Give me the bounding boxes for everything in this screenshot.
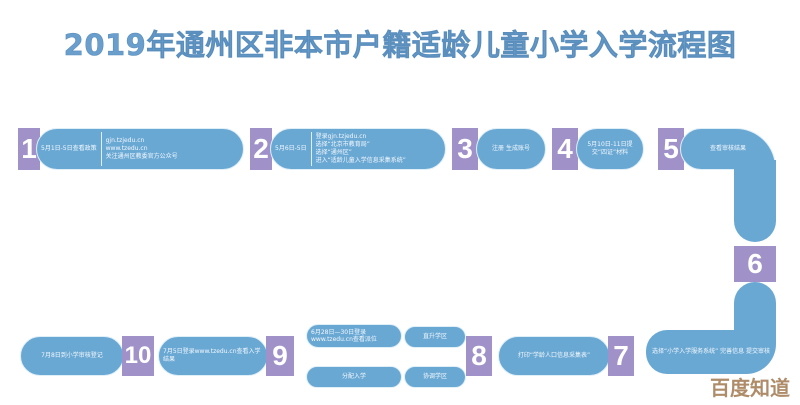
step-4-number: 4: [552, 128, 578, 170]
step-6-number: 6: [734, 246, 776, 282]
step-10-box: 7月8日到小学审核登记: [20, 336, 124, 376]
step-3-box: 注册 生成账号: [476, 128, 546, 170]
watermark: 百度知道: [710, 376, 790, 400]
step-2-main: 5月6日-5日: [275, 145, 307, 152]
step-6-box: 选择“小学入学服务系统” 完善信息 提交审核: [646, 330, 776, 374]
step-8-number: 8: [466, 336, 492, 376]
step-3-number: 3: [452, 128, 478, 170]
step-8-branch-2-left: 分配入学: [306, 366, 402, 388]
step-9-box: 7月5日登录www.tzedu.cn查看入学结果: [158, 336, 268, 376]
step-5-curve: [734, 160, 776, 242]
step-4-box: 5月10日-11日提交“四证”材料: [576, 128, 644, 170]
step-2-number: 2: [250, 128, 272, 170]
page-title: 2019年通州区非本市户籍适龄儿童小学入学流程图: [63, 28, 737, 63]
step-8-branch-1-right: 直升学区: [404, 326, 466, 348]
step-7-box: 打印“学龄人口信息采集表”: [498, 336, 610, 376]
step-1-number: 1: [18, 128, 40, 170]
step-8-branch-1-left: 6月28日—30日登录www.tzedu.cn查看派位: [306, 324, 402, 348]
step-8-branch-2-right: 协调学区: [404, 366, 466, 388]
step-1-main: 5月1日-5日查看政策: [41, 145, 97, 152]
step-9-number: 9: [266, 336, 294, 376]
step-7-number: 7: [608, 336, 634, 376]
step-5-number: 5: [658, 128, 684, 170]
step-10-number: 10: [122, 336, 154, 376]
